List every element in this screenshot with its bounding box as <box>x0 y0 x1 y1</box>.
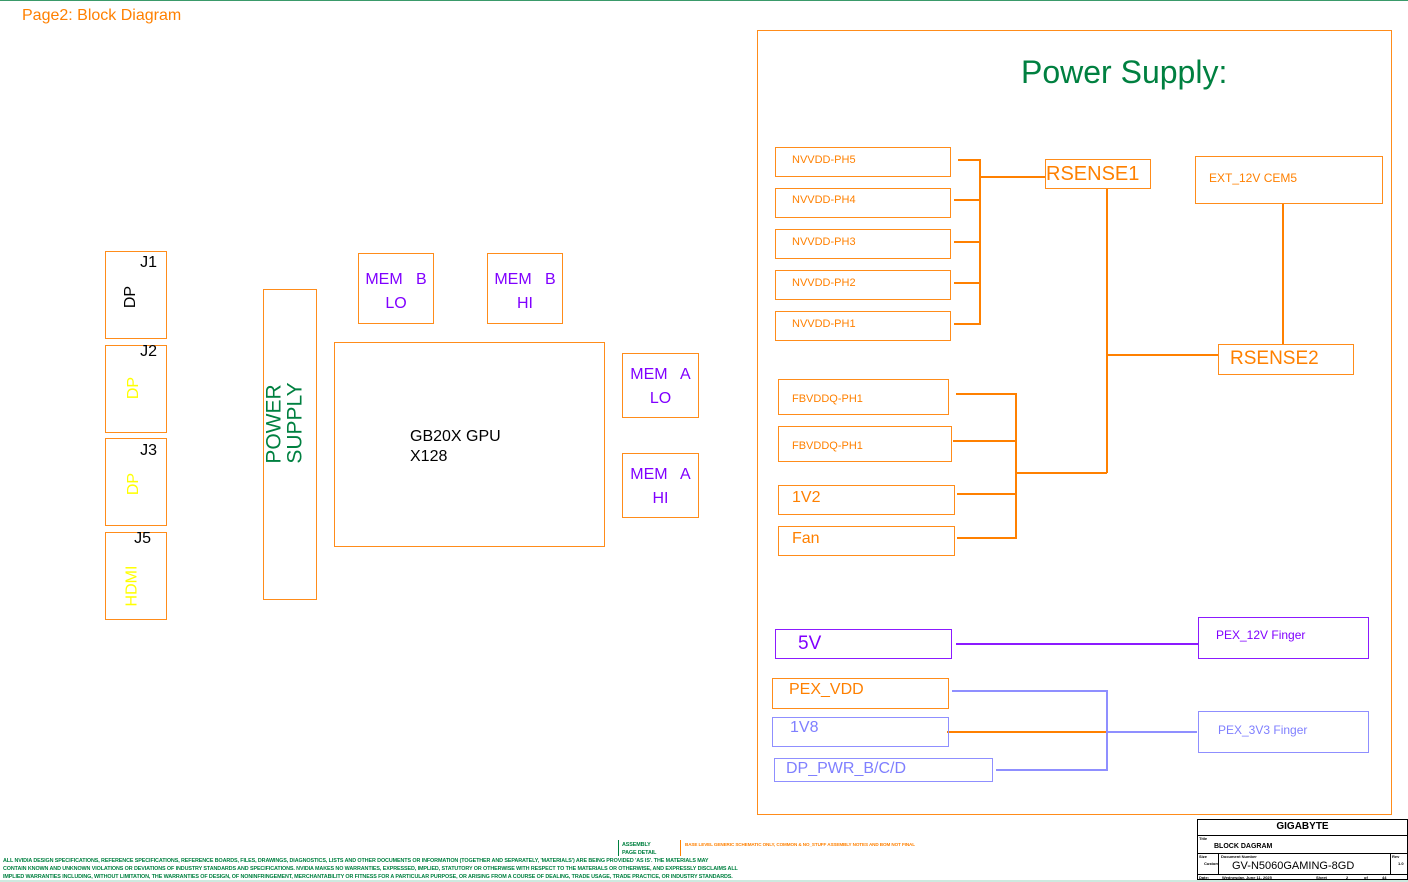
fbvddq-ph1-box-2: FBVDDQ-PH1 <box>778 426 952 462</box>
nvvdd-ph5-box: NVVDD-PH5 <box>775 147 951 177</box>
gpu-bus: X128 <box>410 448 448 465</box>
v5-box: 5V <box>775 629 952 659</box>
mem-a-hi: MEM A HI <box>622 453 699 518</box>
connector-j5: J5 HDMI <box>105 530 167 620</box>
divider <box>1198 853 1407 854</box>
connector-j3: J3 DP <box>105 438 167 526</box>
fbvddq-bus-line <box>953 393 1107 539</box>
mem-sub: LO <box>649 390 672 407</box>
date-value: Wednesday, June 11, 2025 <box>1222 875 1272 880</box>
rsense1-box: RSENSE1 <box>1045 159 1151 189</box>
date-label: Date: <box>1199 875 1210 880</box>
nvvdd-ph3-box: NVVDD-PH3 <box>775 229 951 259</box>
pex33-bus-line <box>952 690 1197 771</box>
power-supply-block: POWER SUPPLY <box>263 289 317 600</box>
schematic-note: BASE LEVEL GENERIC SCHEMATIC ONLY, COMMO… <box>685 842 915 847</box>
title-block: GIGABYTE Title BLOCK DAGRAM Size Custom … <box>1197 819 1408 880</box>
mem-b-lo: MEM B LO <box>358 253 434 324</box>
nvvdd-ph1-box: NVVDD-PH1 <box>775 311 951 341</box>
divider <box>1390 853 1391 874</box>
of-label: of <box>1364 875 1368 880</box>
bottom-border <box>0 880 1408 882</box>
document-number: GV-N5060GAMING-8GD <box>1232 860 1355 872</box>
footer-divider <box>618 840 619 856</box>
mem-sub: LO <box>385 295 407 312</box>
top-border <box>0 0 1408 1</box>
power-supply-panel <box>757 30 1392 815</box>
pex-vdd-box: PEX_VDD <box>772 678 949 709</box>
size-value: Custom <box>1204 861 1219 866</box>
disclaimer-line: ALL NVIDIA DESIGN SPECIFICATIONS, REFERE… <box>3 858 709 864</box>
disclaimer-line: CONTAIN KNOWN AND UNKNOWN VIOLATIONS OR … <box>3 866 738 872</box>
gpu-name: GB20X GPU <box>410 428 501 445</box>
connector-ref: J1 <box>140 254 157 271</box>
divider <box>1198 874 1407 875</box>
size-label: Size <box>1199 854 1208 859</box>
power-supply-title: Power Supply: <box>1021 54 1228 90</box>
connector-j2: J2 DP <box>105 343 167 433</box>
mem-a-lo: MEM A LO <box>622 353 699 418</box>
company-name: GIGABYTE <box>1276 821 1329 832</box>
connector-j1: J1 DP <box>105 251 167 339</box>
title-value: BLOCK DAGRAM <box>1214 843 1273 850</box>
connector-ref: J2 <box>140 343 157 360</box>
disclaimer-line: IMPLIED WARRANTIES INCLUDING, WITHOUT LI… <box>3 874 733 880</box>
mem-b-hi: MEM B HI <box>487 253 563 324</box>
mem-label: MEM B <box>494 271 556 288</box>
dp-pwr-box: DP_PWR_B/C/D <box>774 758 993 782</box>
connector-ref: J3 <box>140 442 157 459</box>
mem-sub: HI <box>517 295 533 312</box>
nvvdd-ph2-box: NVVDD-PH2 <box>775 270 951 300</box>
page-title: Page2: Block Diagram <box>22 7 182 24</box>
total-sheets: 44 <box>1382 875 1387 880</box>
sheet-value: 2 <box>1346 875 1349 880</box>
rsense2-box: RSENSE2 <box>1218 344 1354 375</box>
nvvdd-ph4-box: NVVDD-PH4 <box>775 188 951 218</box>
rev-value: 1.0 <box>1398 861 1404 866</box>
mem-label: MEM A <box>630 466 691 483</box>
connector-ref: J5 <box>134 530 151 547</box>
page-detail-label: PAGE DETAIL <box>622 850 657 856</box>
pex-3v3-finger-box: PEX_3V3 Finger <box>1198 711 1369 753</box>
docnum-label: Document Number <box>1221 854 1257 859</box>
ext-12v-box: EXT_12V CEM5 <box>1195 156 1383 204</box>
footer-divider-2 <box>680 840 681 856</box>
v1v8-box: 1V8 <box>772 717 949 747</box>
pex-12v-finger-box: PEX_12V Finger <box>1198 617 1369 659</box>
divider <box>1218 853 1219 874</box>
mem-label: MEM A <box>630 366 691 383</box>
assembly-label: ASSEMBLY <box>622 842 651 848</box>
sheet-label: Sheet <box>1316 875 1327 880</box>
gpu-block: GB20X GPU X128 <box>334 342 605 547</box>
mem-sub: HI <box>652 490 669 507</box>
nvvdd-bus-line <box>954 159 1045 325</box>
fan-box: Fan <box>778 526 955 556</box>
title-label: Title <box>1199 836 1208 841</box>
v1v2-box: 1V2 <box>778 485 955 515</box>
rev-label: Rev <box>1392 854 1400 859</box>
divider <box>1198 835 1407 836</box>
rsense-line <box>1106 188 1284 473</box>
fbvddq-ph1-box: FBVDDQ-PH1 <box>778 379 949 415</box>
mem-label: MEM B <box>365 271 427 288</box>
